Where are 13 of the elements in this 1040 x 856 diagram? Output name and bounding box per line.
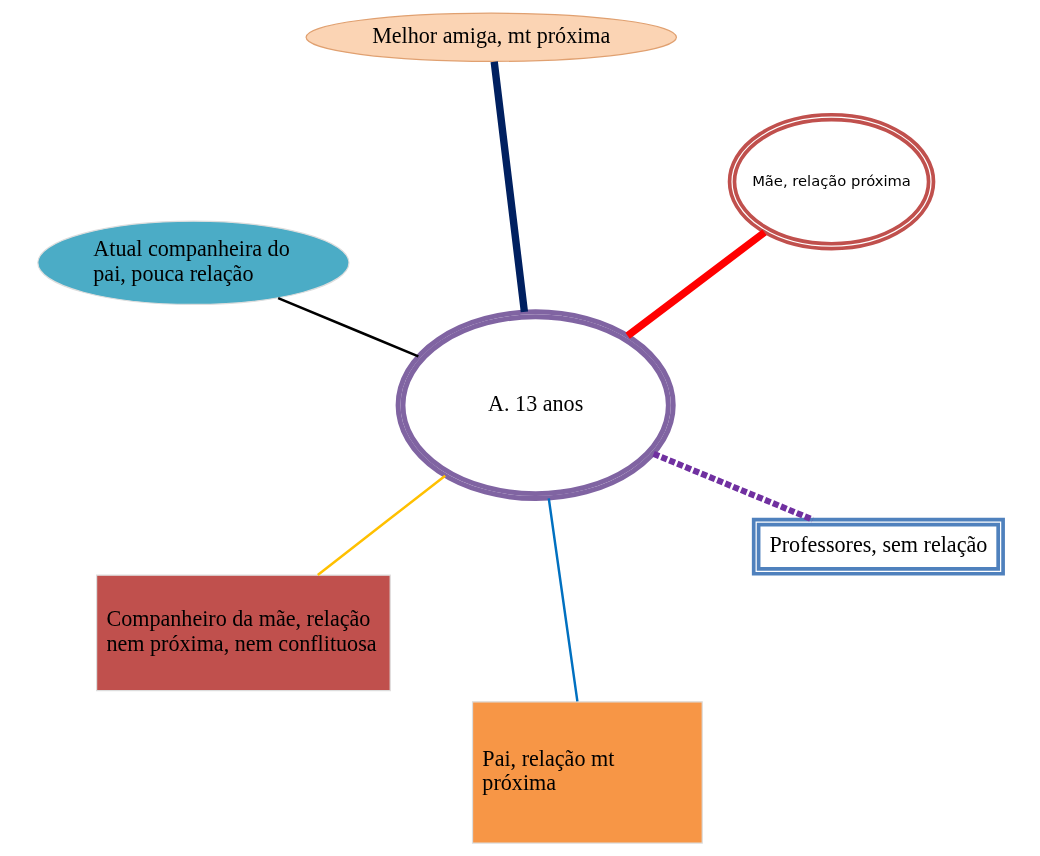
connector <box>651 451 814 523</box>
connector <box>490 61 528 313</box>
node-ellipse: Mãe, relação próxima <box>727 112 935 251</box>
node-box: Companheiro da mãe, relação nem próxima, nem conflituosa <box>95 574 391 692</box>
node-ellipse: Atual companheira do pai, pouca relação <box>36 220 350 306</box>
node-box: Professores, sem relação <box>751 517 1005 576</box>
connector <box>316 474 446 576</box>
node-ellipse: A. 13 anos <box>395 309 676 501</box>
connector <box>547 498 579 702</box>
node-ellipse: Melhor amiga, mt próxima <box>304 12 677 62</box>
node-box: Pai, relação mt próxima <box>471 701 703 844</box>
connector <box>277 296 419 358</box>
connector <box>624 229 767 339</box>
